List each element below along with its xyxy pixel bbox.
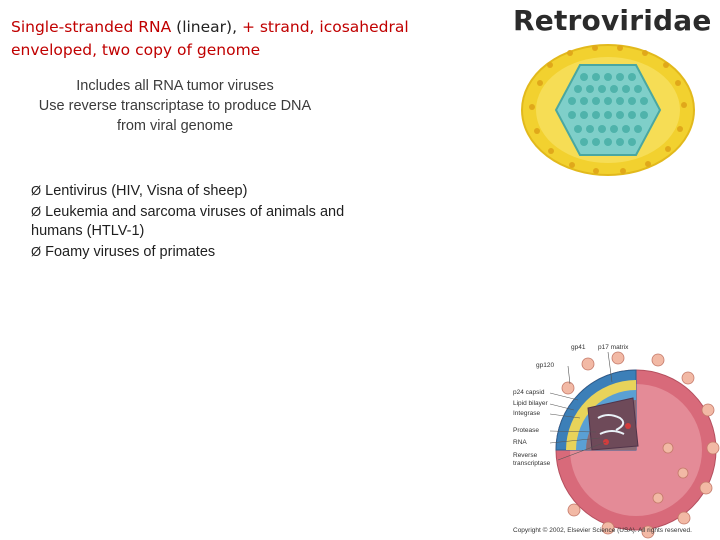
label-integrase: Integrase <box>513 410 541 417</box>
label-transcriptase: transcriptase <box>513 460 551 467</box>
hiv-virion-cutaway <box>549 351 720 539</box>
family-name-heading: Retroviridae <box>513 4 712 37</box>
label-gp41: gp41 <box>571 344 586 351</box>
label-p17-matrix: p17 matrix <box>598 344 629 351</box>
bullet-text: Leukemia and sarcoma viruses of animals … <box>45 203 345 220</box>
arrow-bullet-icon: Ø <box>31 183 42 198</box>
description-line-2: Use reverse transcriptase to produce DNA <box>38 98 312 114</box>
title-line-2: enveloped, two copy of genome <box>11 41 261 59</box>
label-protease: Protease <box>513 427 540 434</box>
hiv-structure-diagram: gp41 p17 matrix gp120 p24 capsid Lipid b… <box>508 338 720 540</box>
retrovirus-virion-illustration <box>521 44 695 176</box>
label-p24-capsid: p24 capsid <box>513 389 545 396</box>
description-line-3: from viral genome <box>116 118 234 134</box>
arrow-bullet-icon: Ø <box>31 243 42 259</box>
slide-title: Single-stranded RNA (linear), + strand, … <box>11 16 451 62</box>
bullet-continuation: humans (HTLV-1) <box>31 223 145 239</box>
description-line-1: Includes all RNA tumor viruses <box>76 78 274 94</box>
copyright-notice: Copyright © 2002, Elsevier Science (USA)… <box>513 527 692 534</box>
title-part-1: Single-stranded RNA <box>11 18 177 36</box>
title-part-3: + strand, icosahedral <box>241 18 409 36</box>
arrow-bullet-icon: Ø <box>31 203 42 219</box>
title-part-2: (linear), <box>176 18 242 36</box>
label-rna: RNA <box>513 439 527 446</box>
bullet-text: Lentivirus (HIV, Visna of sheep) <box>45 183 248 199</box>
bullet-text: Foamy viruses of primates <box>45 243 216 260</box>
description-block: Includes all RNA tumor viruses Use rever… <box>10 76 340 136</box>
label-reverse: Reverse <box>513 452 538 459</box>
label-lipid-bilayer: Lipid bilayer <box>513 400 548 407</box>
label-gp120: gp120 <box>536 362 555 369</box>
